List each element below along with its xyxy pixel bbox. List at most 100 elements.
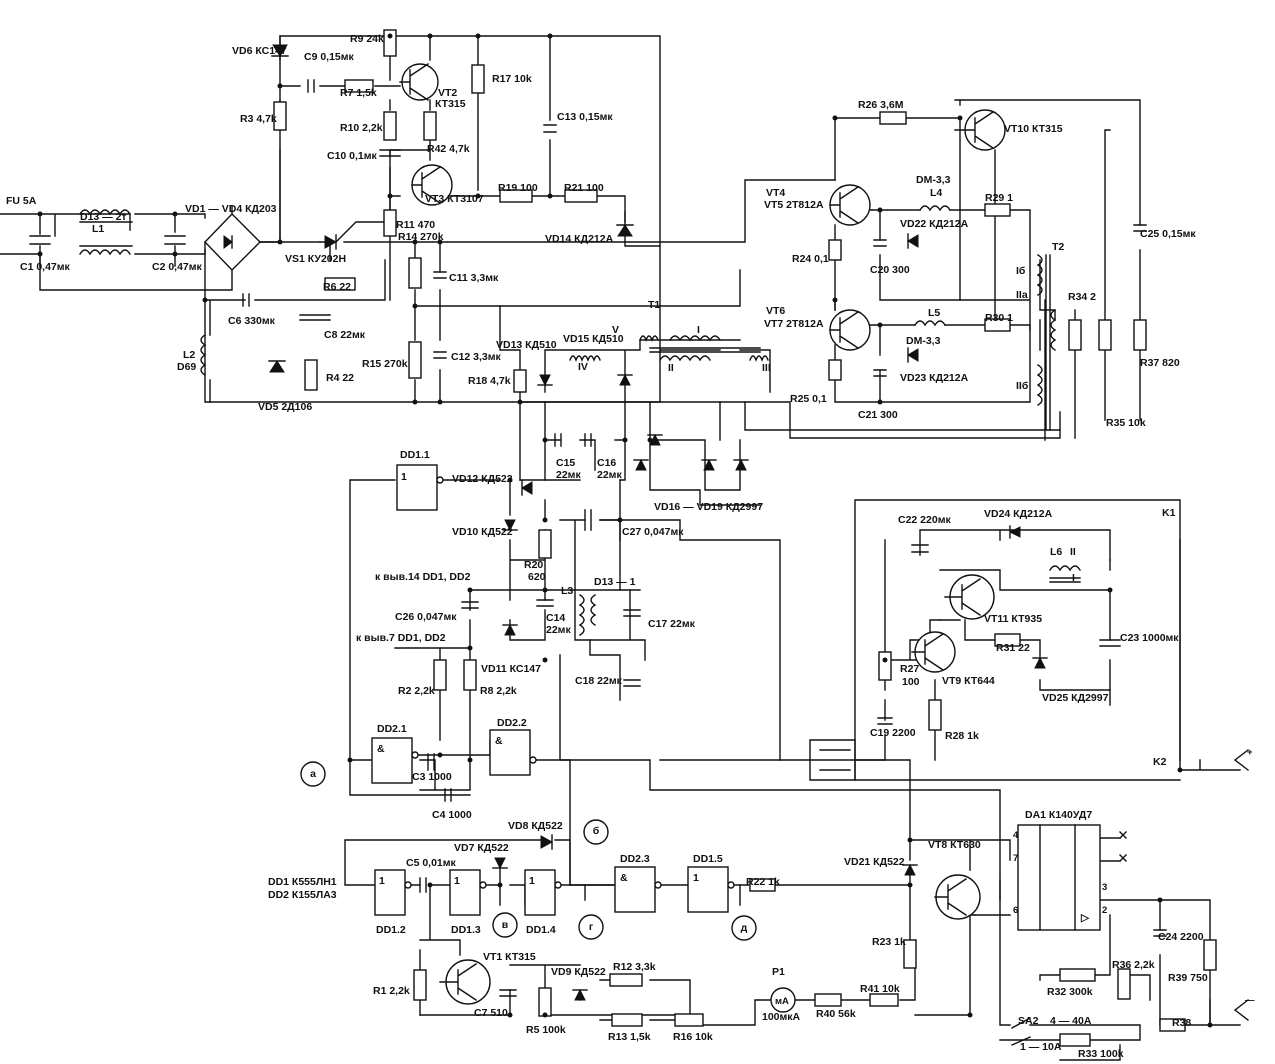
label-w4: IV xyxy=(578,361,588,373)
inductors xyxy=(79,205,1081,636)
label-vd11: VD11 КС147 xyxy=(481,663,541,675)
label-r1: R1 2,2k xyxy=(373,985,410,997)
label-r30: R30 1 xyxy=(985,312,1013,324)
label-vd6: VD6 КС147 xyxy=(232,45,287,57)
label-ddall2: DD2 К155ЛА3 xyxy=(268,889,337,901)
label-vd7: VD7 КД522 xyxy=(454,842,509,854)
label-k1: K1 xyxy=(1162,507,1176,519)
label-r25: R25 0,1 xyxy=(790,393,827,405)
label-vt4t: VT5 2Т812А xyxy=(764,199,824,211)
gate-not-symbol: 1 xyxy=(454,875,460,887)
label-c9: C9 0,15мк xyxy=(304,51,355,63)
label-dd14: DD1.4 xyxy=(526,924,556,936)
label-c14: C14 xyxy=(546,612,565,624)
label-c14v: 22мк xyxy=(546,624,571,636)
label-l6: L6 xyxy=(1050,546,1062,558)
label-vt4: VT4 xyxy=(766,187,785,199)
label-dd12: DD1.2 xyxy=(376,924,406,936)
label-r7: R7 1,5k xyxy=(340,87,377,99)
label-c10: C10 0,1мк xyxy=(327,150,378,162)
label-sa2a: 4 — 40A xyxy=(1050,1015,1092,1027)
microammeter xyxy=(770,987,796,1013)
label-vd5: VD5 2Д106 xyxy=(258,401,312,413)
label-c19: C19 2200 xyxy=(870,727,916,739)
pin-p2: 2 xyxy=(1102,905,1107,916)
label-c12: C12 3,3мк xyxy=(451,351,502,363)
label-r22: R22 1k xyxy=(746,876,780,888)
label-sa2b: 1 — 10A xyxy=(1020,1041,1062,1053)
label-c18: C18 22мк xyxy=(575,675,623,687)
gate-not-symbol: 1 xyxy=(379,875,385,887)
label-vd12: VD12 КД522 xyxy=(452,473,513,485)
label-c21: C21 300 xyxy=(858,409,898,421)
label-r26: R26 3,6M xyxy=(858,99,904,111)
label-dm33a: DM-3,3 xyxy=(916,174,951,186)
label-r2: R2 2,2k xyxy=(398,685,435,697)
label-c17: C17 22мк xyxy=(648,618,696,630)
label-c8: C8 22мк xyxy=(324,329,366,341)
label-vt10: VT10 КТ315 xyxy=(1004,123,1063,135)
label-r41: R41 10k xyxy=(860,983,900,995)
label-r33: R33 100k xyxy=(1078,1048,1124,1060)
label-vd10: VD10 КД522 xyxy=(452,526,513,538)
label-dd21: DD2.1 xyxy=(377,723,407,735)
label-sa2: SA2 xyxy=(1018,1015,1039,1027)
marker-g: г xyxy=(589,921,594,933)
label-dd15: DD1.5 xyxy=(693,853,723,865)
label-c7: C7 510 xyxy=(474,1007,508,1019)
label-r35: R35 10k xyxy=(1106,417,1146,429)
label-r12: R12 3,3k xyxy=(613,961,656,973)
label-cpin7: к выв.7 DD1, DD2 xyxy=(356,632,446,644)
label-l6w2: II xyxy=(1070,546,1076,558)
marker-b: б xyxy=(593,825,600,837)
label-r27v: 100 xyxy=(902,676,920,688)
pin-p7: 7 xyxy=(1013,853,1018,864)
label-vd1_4: VD1 — VD4 КД203 xyxy=(185,203,277,215)
label-vt9: VT9 КТ644 xyxy=(942,675,995,687)
label-vd13: VD13 КД510 xyxy=(496,339,557,351)
label-w1: I xyxy=(697,324,700,336)
label-c16v: 22мк xyxy=(597,469,622,481)
label-p1v: 100мкА xyxy=(762,1011,801,1023)
label-l1a: D13 — 2т xyxy=(80,211,127,223)
label-vt2: VT2 xyxy=(438,87,457,99)
label-c2: C2 0,47мк xyxy=(152,261,203,273)
pin-minus: — xyxy=(1245,995,1255,1006)
label-c20: C20 300 xyxy=(870,264,910,276)
label-cpin14: к выв.14 DD1, DD2 xyxy=(375,571,471,583)
label-vd24: VD24 КД212А xyxy=(984,508,1053,520)
label-k2: K2 xyxy=(1153,756,1167,768)
label-r27: R27 xyxy=(900,663,919,675)
label-l3: L3 xyxy=(561,585,573,597)
label-r5: R5 100k xyxy=(526,1024,566,1036)
label-vd22: VD22 КД212А xyxy=(900,218,969,230)
label-c23: C23 1000мк xyxy=(1120,632,1179,644)
label-r16: R16 10k xyxy=(673,1031,713,1043)
capacitors xyxy=(29,79,1167,997)
label-r37: R37 820 xyxy=(1140,357,1180,369)
label-vt6t: VT7 2Т812А xyxy=(764,318,824,330)
pin-p6: 6 xyxy=(1013,905,1018,916)
label-vd14: VD14 КД212А xyxy=(545,233,614,245)
pin-plus: + xyxy=(1247,747,1253,758)
label-dd13: DD1.3 xyxy=(451,924,481,936)
label-r21: R21 100 xyxy=(564,182,604,194)
label-c6: C6 330мк xyxy=(228,315,276,327)
label-r23: R23 1k xyxy=(872,936,906,948)
label-r10: R10 2,2k xyxy=(340,122,383,134)
label-l5: L5 xyxy=(928,307,940,319)
gate-not-symbol: 1 xyxy=(529,875,535,887)
label-vd8: VD8 КД522 xyxy=(508,820,563,832)
label-vd25: VD25 КД2997 xyxy=(1042,692,1109,704)
label-d69: D69 xyxy=(177,361,196,373)
label-c22: C22 220мк xyxy=(898,514,951,526)
label-l4: L4 xyxy=(930,187,942,199)
label-w5: V xyxy=(612,324,619,336)
label-r36: R36 2,2k xyxy=(1112,959,1155,971)
label-dm33b: DM-3,3 xyxy=(906,335,941,347)
label-r6: R6 22 xyxy=(323,281,351,293)
label-r28: R28 1k xyxy=(945,730,979,742)
label-c15v: 22мк xyxy=(556,469,581,481)
label-vt11: VT11 КТ935 xyxy=(984,613,1042,625)
label-r13: R13 1,5k xyxy=(608,1031,651,1043)
